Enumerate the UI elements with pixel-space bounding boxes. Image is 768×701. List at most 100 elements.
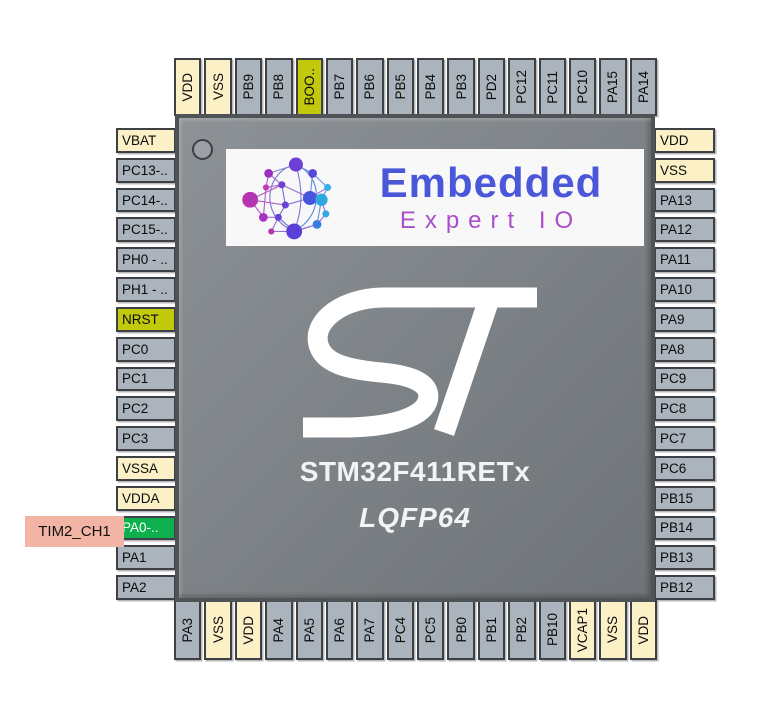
pin-pb14[interactable]: PB14 (654, 515, 715, 541)
pin-label: VSS (660, 162, 688, 178)
pin-pb0[interactable]: PB0 (447, 600, 475, 660)
pin-pc6[interactable]: PC6 (654, 455, 715, 481)
pin-label: PC7 (660, 431, 687, 447)
pin-pc11[interactable]: PC11 (538, 58, 566, 116)
pin-label: PC4 (392, 616, 408, 644)
pin-label: PC3 (122, 431, 149, 447)
pin-pc8[interactable]: PC8 (654, 396, 715, 422)
pin-label: PC11 (544, 70, 560, 104)
pin1-marker-icon (192, 139, 213, 160)
pin-ph1[interactable]: PH1 - .. (116, 277, 176, 302)
pin-label: PB1 (483, 617, 499, 643)
pin-label: PA1 (122, 550, 147, 566)
pin-pb6[interactable]: PB6 (356, 58, 384, 116)
pin-label: PA7 (362, 617, 378, 643)
pin-pb5[interactable]: PB5 (386, 58, 414, 116)
pin-pa14[interactable]: PA14 (629, 58, 657, 116)
network-sphere-icon (242, 157, 332, 239)
pin-pb2[interactable]: PB2 (508, 600, 536, 660)
pin-label: PA6 (332, 617, 348, 643)
pin-label: VSS (210, 73, 226, 101)
pin-pa0[interactable]: PA0-.. (116, 515, 176, 541)
pin-bank-left: VBAT PC13-.. PC14-.. PC15-.. PH0 - .. PH1 - .… (116, 128, 176, 600)
pin-pc7[interactable]: PC7 (654, 426, 715, 451)
pin-pb9[interactable]: PB9 (234, 58, 263, 116)
pin-pa3[interactable]: PA3 (174, 600, 202, 660)
pin-label: VDDA (122, 490, 160, 506)
pin-pc13[interactable]: PC13-.. (116, 157, 176, 183)
pin-label: PB0 (453, 617, 469, 643)
pin-pc15[interactable]: PC15-.. (116, 217, 176, 243)
pin-vss[interactable]: VSS (599, 600, 627, 660)
pin-label: PC9 (660, 371, 687, 387)
pin-pa9[interactable]: PA9 (654, 306, 715, 332)
pin-pa5[interactable]: PA5 (295, 600, 323, 660)
pin-pa1[interactable]: PA1 (116, 545, 176, 571)
pin-label: PB2 (514, 617, 530, 643)
pin-pa10[interactable]: PA10 (654, 277, 715, 302)
pin-pd2[interactable]: PD2 (477, 58, 506, 116)
pin-pa15[interactable]: PA15 (599, 58, 627, 116)
pin-pa12[interactable]: PA12 (654, 217, 715, 243)
pin-pb12[interactable]: PB12 (654, 575, 715, 600)
pin-label: PB14 (660, 520, 694, 536)
pin-pc0[interactable]: PC0 (116, 336, 176, 362)
pin-pa6[interactable]: PA6 (325, 600, 354, 660)
pin-label: PC2 (122, 401, 149, 417)
pin-label: PB10 (544, 613, 560, 647)
pin-label: PB8 (271, 74, 287, 100)
pin-pc5[interactable]: PC5 (417, 600, 445, 660)
pin-pb3[interactable]: PB3 (447, 58, 475, 116)
pin-label: VBAT (122, 132, 157, 148)
pin-pb4[interactable]: PB4 (417, 58, 445, 116)
pin-pc1[interactable]: PC1 (116, 366, 176, 392)
pin-pb10[interactable]: PB10 (538, 600, 566, 660)
pin-pc14[interactable]: PC14-.. (116, 187, 176, 213)
pin-pa13[interactable]: PA13 (654, 187, 715, 213)
pin-pa11[interactable]: PA11 (654, 247, 715, 273)
pin-pc12[interactable]: PC12 (508, 58, 536, 116)
pin-vdd[interactable]: VDD (654, 128, 715, 153)
pin-pa7[interactable]: PA7 (356, 600, 384, 660)
pin-label: PA8 (660, 341, 685, 357)
brand-text: Embedded Expert IO (348, 162, 634, 233)
pin-nrst[interactable]: NRST (116, 306, 176, 332)
pin-pc9[interactable]: PC9 (654, 366, 715, 392)
pin-vdd[interactable]: VDD (174, 58, 202, 116)
pin-pc2[interactable]: PC2 (116, 396, 176, 422)
pin-label: VSS (210, 616, 226, 644)
pin-label: VDD (180, 72, 196, 102)
pin-pb13[interactable]: PB13 (654, 545, 715, 571)
pin-label: PB7 (332, 74, 348, 100)
pin-pb1[interactable]: PB1 (477, 600, 506, 660)
pin-pa4[interactable]: PA4 (265, 600, 293, 660)
pin-label: PA5 (301, 617, 317, 643)
pin-vcap1[interactable]: VCAP1 (568, 600, 597, 660)
pin-vdd[interactable]: VDD (629, 600, 657, 660)
mcu-package: LQFP64 (359, 502, 471, 533)
pin-label: VCAP1 (575, 607, 591, 653)
pin-vss[interactable]: VSS (204, 600, 232, 660)
pin-vbat[interactable]: VBAT (116, 128, 176, 153)
pin-pb7[interactable]: PB7 (325, 58, 354, 116)
pin-boo[interactable]: BOO.. (295, 58, 323, 116)
pin-label: VDD (635, 615, 651, 645)
pin-ph0[interactable]: PH0 - .. (116, 247, 176, 273)
pin-pc10[interactable]: PC10 (568, 58, 597, 116)
pin-label: PC0 (122, 341, 149, 357)
pin-label: VSS (605, 616, 621, 644)
pin-vdd[interactable]: VDD (234, 600, 263, 660)
pin-pa8[interactable]: PA8 (654, 336, 715, 362)
pin-vss[interactable]: VSS (204, 58, 232, 116)
pin-pb15[interactable]: PB15 (654, 485, 715, 511)
signal-annotation-tim2-ch1: TIM2_CH1 (25, 516, 124, 547)
pin-pc4[interactable]: PC4 (386, 600, 414, 660)
pin-pa2[interactable]: PA2 (116, 575, 176, 600)
pin-vss[interactable]: VSS (654, 157, 715, 183)
pin-pc3[interactable]: PC3 (116, 426, 176, 451)
pin-vssa[interactable]: VSSA (116, 455, 176, 481)
pin-pb8[interactable]: PB8 (265, 58, 293, 116)
pin-vdda[interactable]: VDDA (116, 485, 176, 511)
